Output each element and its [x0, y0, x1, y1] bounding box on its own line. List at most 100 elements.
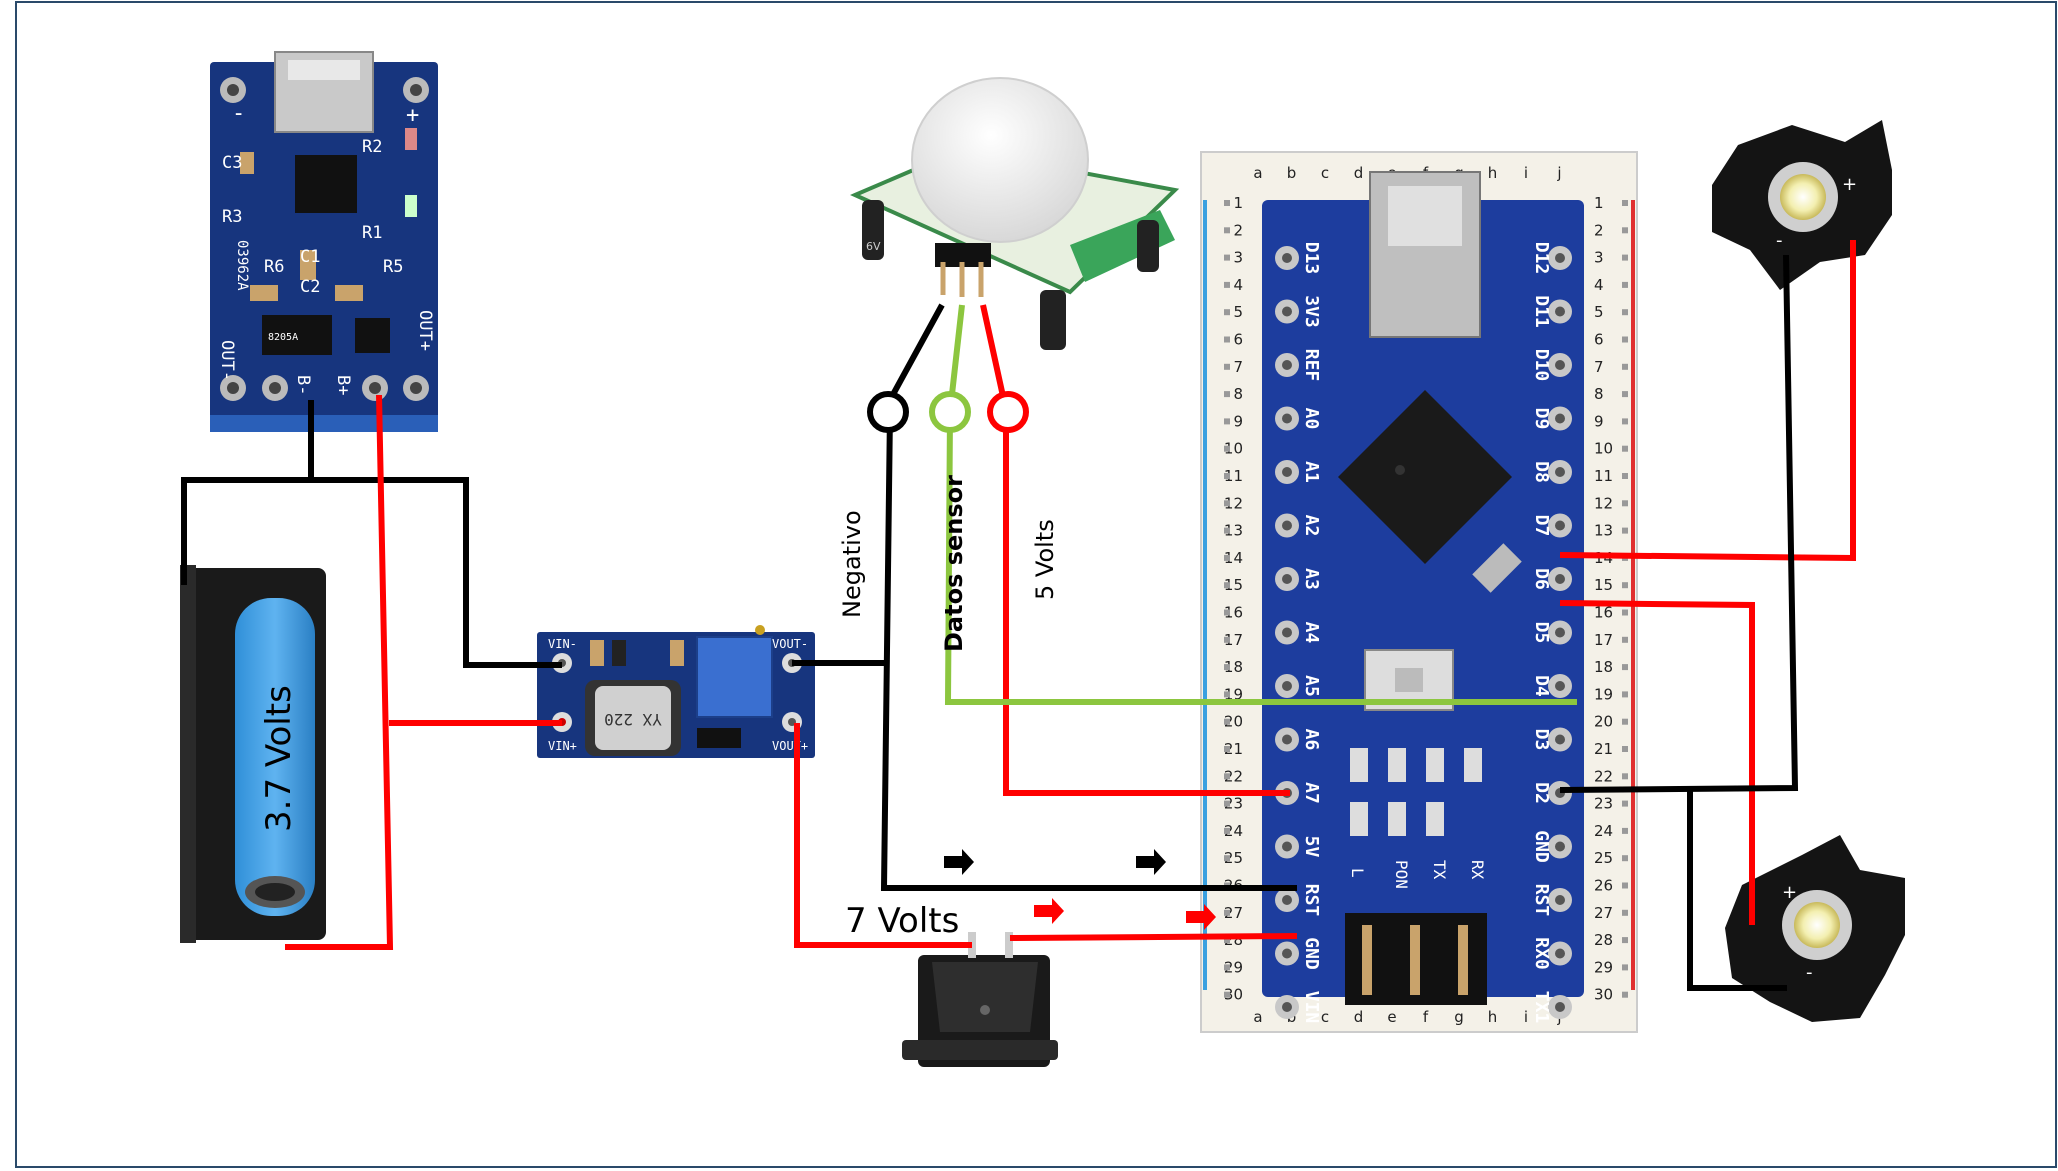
- breadboard-hole: [1622, 473, 1628, 479]
- nano-left-pin-label: RST: [1301, 884, 1322, 917]
- boost-pin-vin-minus: VIN-: [548, 637, 577, 651]
- breadboard-row-number: 29: [1594, 958, 1613, 976]
- page-frame: [15, 1, 2057, 1168]
- breadboard-row-number: 27: [1594, 904, 1613, 922]
- breadboard-hole: [1622, 827, 1628, 834]
- breadboard-hole: [1622, 418, 1628, 425]
- breadboard-row-number: 3: [1233, 249, 1243, 267]
- nano-right-pin-label: D5: [1531, 622, 1552, 644]
- breadboard-hole: [1224, 909, 1230, 916]
- nano-pin-hole: [1555, 895, 1565, 905]
- breadboard-row-number: 4: [1594, 276, 1604, 294]
- nano-left-pin-label: REF: [1301, 349, 1322, 382]
- breadboard-row-number: 25: [1224, 849, 1243, 867]
- nano-pin-hole: [1555, 253, 1565, 263]
- breadboard-hole: [1622, 336, 1628, 343]
- breadboard-hole: [1622, 718, 1628, 725]
- nano-pin-hole: [1282, 574, 1292, 584]
- positive-wire-loop: [987, 391, 1029, 433]
- breadboard-column-label: g: [1454, 1008, 1464, 1026]
- star-led-top: + -: [1712, 120, 1892, 290]
- wire-boost-pos-switch: [794, 723, 972, 948]
- breadboard-row-number: 26: [1594, 877, 1613, 895]
- nano-pin-hole: [1282, 306, 1292, 317]
- breadboard-row-number: 9: [1233, 412, 1243, 430]
- nano-pin-hole: [1555, 520, 1565, 531]
- breadboard-row-number: 18: [1594, 658, 1613, 676]
- breadboard-hole: [1224, 636, 1230, 643]
- arrow-right-icon: [1034, 898, 1064, 924]
- pir-dome-icon: [911, 77, 1089, 243]
- nano-pin-hole: [1555, 841, 1565, 852]
- nano-pin-hole: [1282, 895, 1292, 905]
- nano-pin-hole: [1555, 1002, 1565, 1012]
- breadboard-hole: [1622, 636, 1628, 643]
- breadboard-column-label: j: [1556, 164, 1561, 182]
- breadboard-row-number: 14: [1224, 549, 1243, 567]
- nano-pin-hole: [1282, 413, 1292, 424]
- charger-label-r6: R6: [264, 257, 284, 277]
- breadboard-column-label: i: [1524, 164, 1528, 182]
- breadboard-row-number: 20: [1594, 713, 1613, 731]
- breadboard-row-number: 29: [1224, 958, 1243, 976]
- charger-label-8205a: 8205A: [268, 332, 298, 343]
- breadboard-hole: [1622, 691, 1628, 698]
- charger-pin-b-plus: B+: [333, 375, 353, 395]
- breadboard-hole: [1622, 254, 1628, 261]
- led-top-minus-mark: -: [1776, 230, 1783, 251]
- breadboard-hole: [1224, 937, 1230, 944]
- charger-label-03962a: 03962A: [234, 240, 250, 291]
- led-top-emitter-icon: [1780, 174, 1826, 220]
- nano-pin-hole: [1282, 360, 1292, 370]
- nano-left-pin-label: A0: [1301, 408, 1322, 430]
- nano-left-pin-label: VIN: [1301, 991, 1322, 1024]
- breadboard-row-number: 27: [1224, 904, 1243, 922]
- breadboard-hole: [1224, 855, 1230, 862]
- nano-right-pin-label: D9: [1531, 408, 1552, 430]
- breadboard-row-number: 7: [1594, 358, 1604, 376]
- breadboard-hole: [1224, 773, 1230, 780]
- breadboard-column-label: a: [1253, 1008, 1262, 1026]
- nano-right-pin-label: D10: [1531, 349, 1552, 382]
- breadboard-row-number: 30: [1594, 986, 1613, 1004]
- breadboard-hole: [1224, 964, 1230, 971]
- breadboard-row-number: 7: [1233, 358, 1243, 376]
- nano-right-pin-label: D3: [1531, 729, 1552, 751]
- wire-switch-to-vin: [1009, 933, 1298, 941]
- breadboard-hole: [1622, 445, 1628, 452]
- rocker-switch[interactable]: [902, 932, 1058, 1067]
- breadboard-hole: [1224, 363, 1230, 370]
- breadboard-row-number: 23: [1594, 795, 1613, 813]
- charger-label-r1: R1: [362, 223, 382, 243]
- sensor-data-label: Datos sensor: [940, 475, 968, 652]
- breadboard-hole: [1622, 582, 1628, 589]
- breadboard-row-number: 13: [1224, 522, 1243, 540]
- breadboard-column-label: h: [1488, 164, 1498, 182]
- nano-pin-hole: [1282, 841, 1292, 852]
- breadboard-row-number: 2: [1594, 221, 1604, 239]
- led-bottom-emitter-icon: [1794, 902, 1840, 948]
- breadboard-hole: [1622, 855, 1628, 862]
- arrow-right-icon: [1136, 849, 1166, 875]
- wire-d5-led-bottom: [1559, 600, 1755, 925]
- breadboard-hole: [1622, 391, 1628, 398]
- wire-pir-negative: [887, 303, 945, 402]
- wire-d6-led-top: [1559, 240, 1856, 562]
- nano-left-pin-label: 3V3: [1301, 295, 1322, 328]
- microcontroller-chip: [1338, 390, 1512, 564]
- breadboard-column-label: b: [1287, 164, 1297, 182]
- nano-pin-hole: [1282, 734, 1292, 745]
- pir-sensor: 6V: [850, 77, 1180, 350]
- boost-pin-vin-plus: VIN+: [548, 739, 577, 753]
- breadboard-hole: [1622, 909, 1628, 916]
- charger-mark-plus: +: [406, 103, 419, 128]
- nano-pin-hole: [1555, 306, 1565, 317]
- breadboard-row-number: 25: [1594, 849, 1613, 867]
- breadboard-column-label: e: [1387, 1008, 1396, 1026]
- nano-pin-hole: [1555, 734, 1565, 745]
- charger-label-r2: R2: [362, 137, 382, 157]
- nano-right-pin-label: GND: [1531, 830, 1552, 863]
- boost-converter: YX 220 VIN- VIN+ VOUT- VOUT+: [537, 625, 815, 758]
- nano-pin-hole: [1555, 681, 1565, 691]
- wire-pir-5v: [980, 304, 1290, 796]
